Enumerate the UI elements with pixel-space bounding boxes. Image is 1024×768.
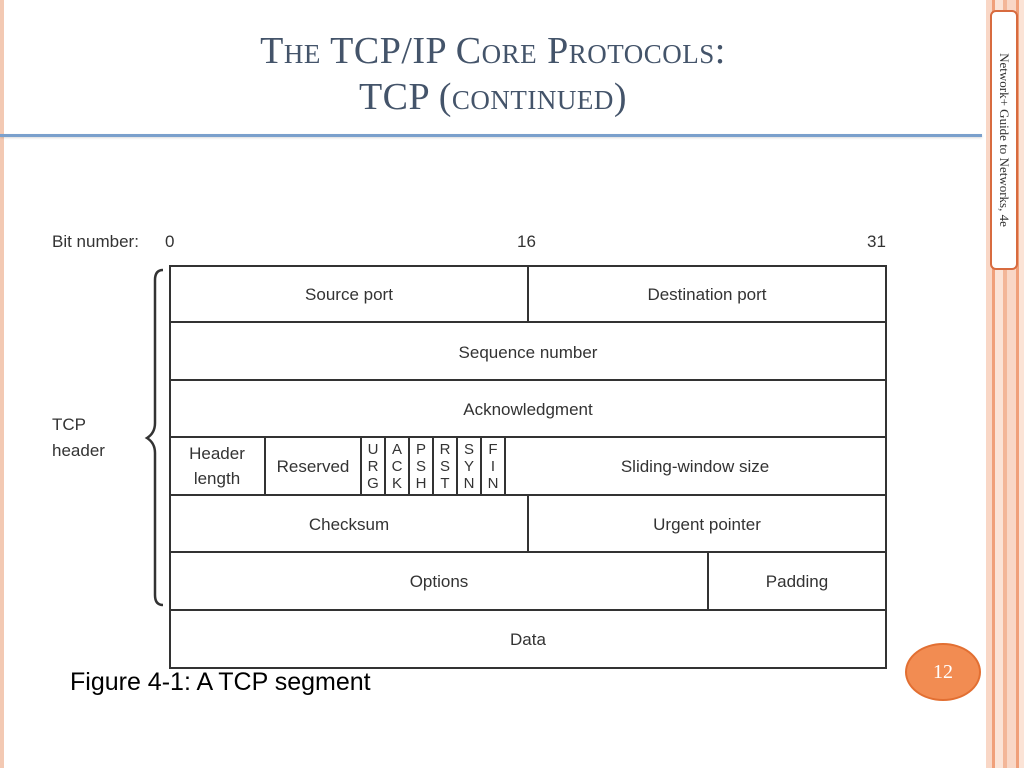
field-header-length-line2: length: [194, 469, 240, 488]
title-divider: [0, 134, 982, 137]
flag-syn-letter: N: [464, 475, 475, 492]
side-label-text: Network+ Guide to Networks, 4e: [997, 53, 1012, 227]
field-sliding-window-size: Sliding-window size: [621, 457, 769, 476]
field-source-port: Source port: [305, 285, 393, 304]
bit-mark-16: 16: [517, 232, 536, 251]
tcp-header-label-line2: header: [52, 441, 105, 460]
bit-number-label: Bit number:: [52, 232, 139, 251]
side-label-box: Network+ Guide to Networks, 4e: [990, 10, 1018, 270]
flag-fin-letter: N: [488, 475, 499, 492]
field-reserved: Reserved: [277, 457, 350, 476]
tcp-header-label-line1: TCP: [52, 415, 86, 434]
field-options: Options: [410, 572, 469, 591]
flag-psh-letter: H: [416, 475, 427, 492]
flag-psh-letter: P: [416, 441, 426, 458]
flag-syn-letter: Y: [464, 458, 474, 475]
flag-fin-letter: I: [491, 458, 495, 475]
flag-rst-letter: R: [440, 441, 451, 458]
flag-ack-letter: K: [392, 475, 402, 492]
field-padding: Padding: [766, 572, 828, 591]
figure-caption: Figure 4-1: A TCP segment: [70, 668, 371, 696]
title-line-1: The TCP/IP Core Protocols:: [260, 30, 726, 72]
right-decor-stripes: [986, 0, 1024, 768]
page-number-badge: 12: [905, 643, 981, 701]
field-acknowledgment: Acknowledgment: [463, 400, 593, 419]
field-sequence-number: Sequence number: [459, 343, 598, 362]
field-data: Data: [510, 630, 546, 649]
flag-psh-letter: S: [416, 458, 426, 475]
field-urgent-pointer: Urgent pointer: [653, 515, 761, 534]
flag-fin-letter: F: [488, 441, 497, 458]
tcp-header-brace: [144, 268, 164, 607]
tcp-segment-diagram: Bit number: 0 16 31 TCP header Source po…: [52, 232, 887, 669]
slide-title: The TCP/IP Core Protocols: TCP (continue…: [0, 28, 986, 120]
flag-urg-letter: R: [368, 458, 379, 475]
flag-syn-letter: S: [464, 441, 474, 458]
bit-mark-0: 0: [165, 232, 174, 251]
bit-mark-31: 31: [867, 232, 886, 251]
field-destination-port: Destination port: [647, 285, 766, 304]
flag-ack-letter: A: [392, 441, 402, 458]
page-number: 12: [933, 660, 953, 683]
flag-rst-letter: S: [440, 458, 450, 475]
field-checksum: Checksum: [309, 515, 389, 534]
left-decor-stripe: [0, 0, 4, 768]
flag-urg-letter: G: [367, 475, 379, 492]
flag-rst-letter: T: [440, 475, 449, 492]
title-line-2: TCP (continued): [358, 76, 628, 118]
field-header-length-line1: Header: [189, 444, 245, 463]
flag-urg-letter: U: [368, 441, 379, 458]
flag-ack-letter: C: [392, 458, 403, 475]
